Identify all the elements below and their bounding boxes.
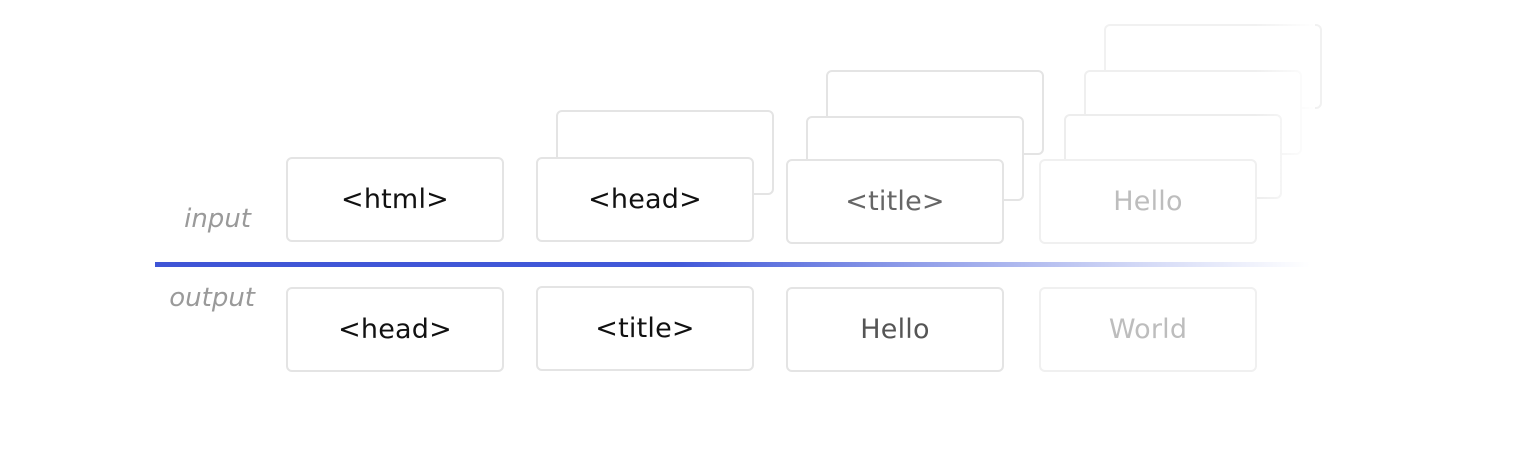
input-label: input: [184, 204, 251, 234]
input-token: <head>: [536, 157, 754, 242]
output-token: <title>: [536, 286, 754, 371]
output-token: World: [1039, 287, 1257, 372]
input-output-divider: [155, 262, 1310, 267]
input-token: <html>: [286, 157, 504, 242]
output-token: <head>: [286, 287, 504, 372]
output-token: Hello: [786, 287, 1004, 372]
output-label: output: [169, 283, 255, 313]
input-token: <title>: [786, 159, 1004, 244]
input-token: Hello: [1039, 159, 1257, 244]
